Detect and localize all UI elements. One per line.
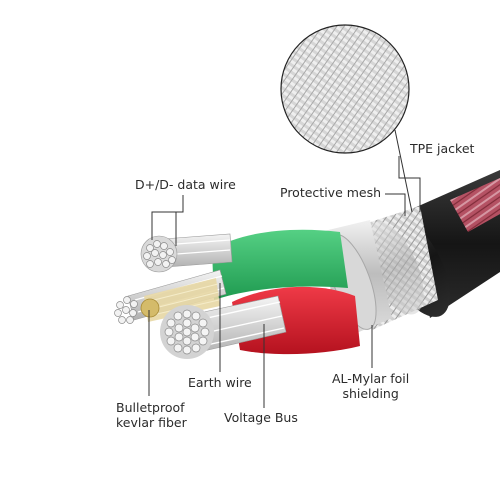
data-wire-label: D+/D- data wire xyxy=(135,177,236,192)
green-insulation xyxy=(212,229,348,300)
protective-mesh-label: Protective mesh xyxy=(280,185,382,200)
voltage-bus-ends xyxy=(164,309,210,355)
leader-lines xyxy=(148,156,421,408)
voltage-bus-label: Voltage Bus xyxy=(224,410,298,425)
magnified-braid-inset xyxy=(280,24,413,213)
earth-wire-ends xyxy=(114,296,138,324)
kevlar-fiber-strands xyxy=(140,278,220,322)
red-braid-accent xyxy=(450,178,500,232)
tpe-jacket-label: TPE jacket xyxy=(410,141,475,156)
bulletproof-kevlar-fiber-label: Bulletproof kevlar fiber xyxy=(116,400,187,430)
earth-wire-label: Earth wire xyxy=(188,375,252,390)
al-mylar-foil-label: AL-Mylar foil shielding xyxy=(332,371,410,401)
data-wire-ends xyxy=(143,240,176,268)
